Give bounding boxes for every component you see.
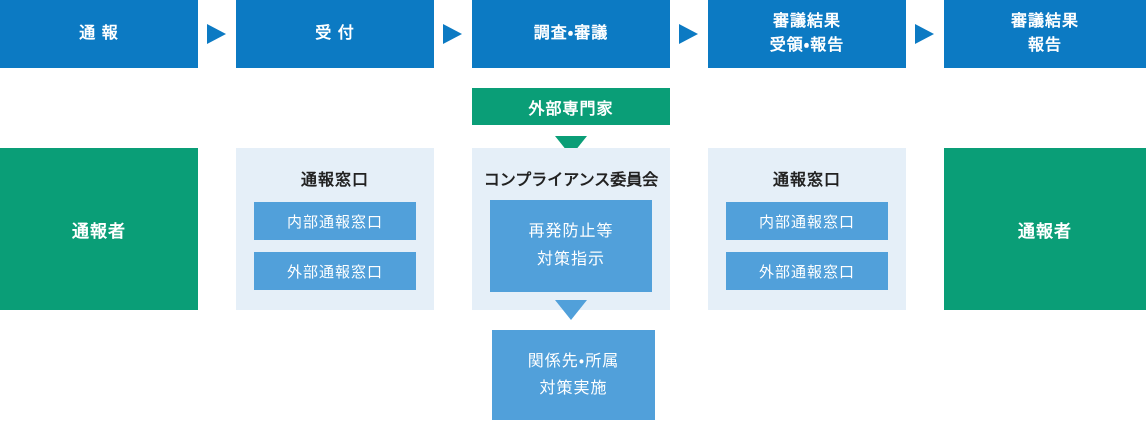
internal-contact-window-label: 内部通報窓口 — [758, 213, 855, 231]
step-result-report-label: 審議結果 報告 — [1010, 13, 1079, 54]
step-investigation-deliberation: 調査・審議 — [472, 0, 670, 68]
flow-arrow-down-blue-icon — [555, 300, 587, 320]
step-result-report: 審議結果 報告 — [944, 0, 1146, 68]
internal-contact-window-box: 内部通報窓口 — [726, 202, 888, 240]
flow-arrow-right-icon — [443, 24, 462, 44]
external-experts-label: 外部専門家 — [528, 100, 614, 118]
contact-window-panel-left: 通報窓口 内部通報窓口 外部通報窓口 — [236, 148, 434, 310]
flow-arrow-right-icon — [679, 24, 698, 44]
internal-contact-window-label: 内部通報窓口 — [286, 213, 383, 231]
implementation-box: 関係先・所属 対策実施 — [492, 330, 655, 420]
prevention-directive-box: 再発防止等 対策指示 — [490, 200, 652, 292]
step-result-receipt-label: 審議結果 受領・報告 — [769, 13, 845, 54]
step-report: 通 報 — [0, 0, 198, 68]
contact-window-title: 通報窓口 — [772, 172, 841, 189]
internal-contact-window-box: 内部通報窓口 — [254, 202, 416, 240]
step-reception: 受 付 — [236, 0, 434, 68]
reporter-box-right: 通報者 — [944, 148, 1146, 310]
external-experts-box: 外部専門家 — [472, 88, 670, 125]
step-investigation-label: 調査・審議 — [533, 25, 609, 42]
step-result-receipt-report: 審議結果 受領・報告 — [708, 0, 906, 68]
step-report-label: 通 報 — [79, 25, 119, 42]
external-contact-window-box: 外部通報窓口 — [726, 252, 888, 290]
compliance-committee-title: コンプライアンス委員会 — [483, 172, 659, 189]
contact-window-panel-right: 通報窓口 内部通報窓口 外部通報窓口 — [708, 148, 906, 310]
flow-arrow-right-icon — [207, 24, 226, 44]
external-contact-window-label: 外部通報窓口 — [758, 263, 855, 281]
reporter-right-label: 通報者 — [1018, 221, 1072, 241]
reporter-left-label: 通報者 — [72, 221, 126, 241]
flow-arrow-right-icon — [915, 24, 934, 44]
prevention-directive-label: 再発防止等 対策指示 — [528, 223, 614, 268]
external-contact-window-label: 外部通報窓口 — [286, 263, 383, 281]
external-contact-window-box: 外部通報窓口 — [254, 252, 416, 290]
reporter-box-left: 通報者 — [0, 148, 198, 310]
compliance-committee-panel: コンプライアンス委員会 再発防止等 対策指示 — [472, 148, 670, 310]
contact-window-title: 通報窓口 — [300, 172, 369, 189]
implementation-label: 関係先・所属 対策実施 — [527, 353, 620, 397]
step-reception-label: 受 付 — [315, 25, 355, 42]
